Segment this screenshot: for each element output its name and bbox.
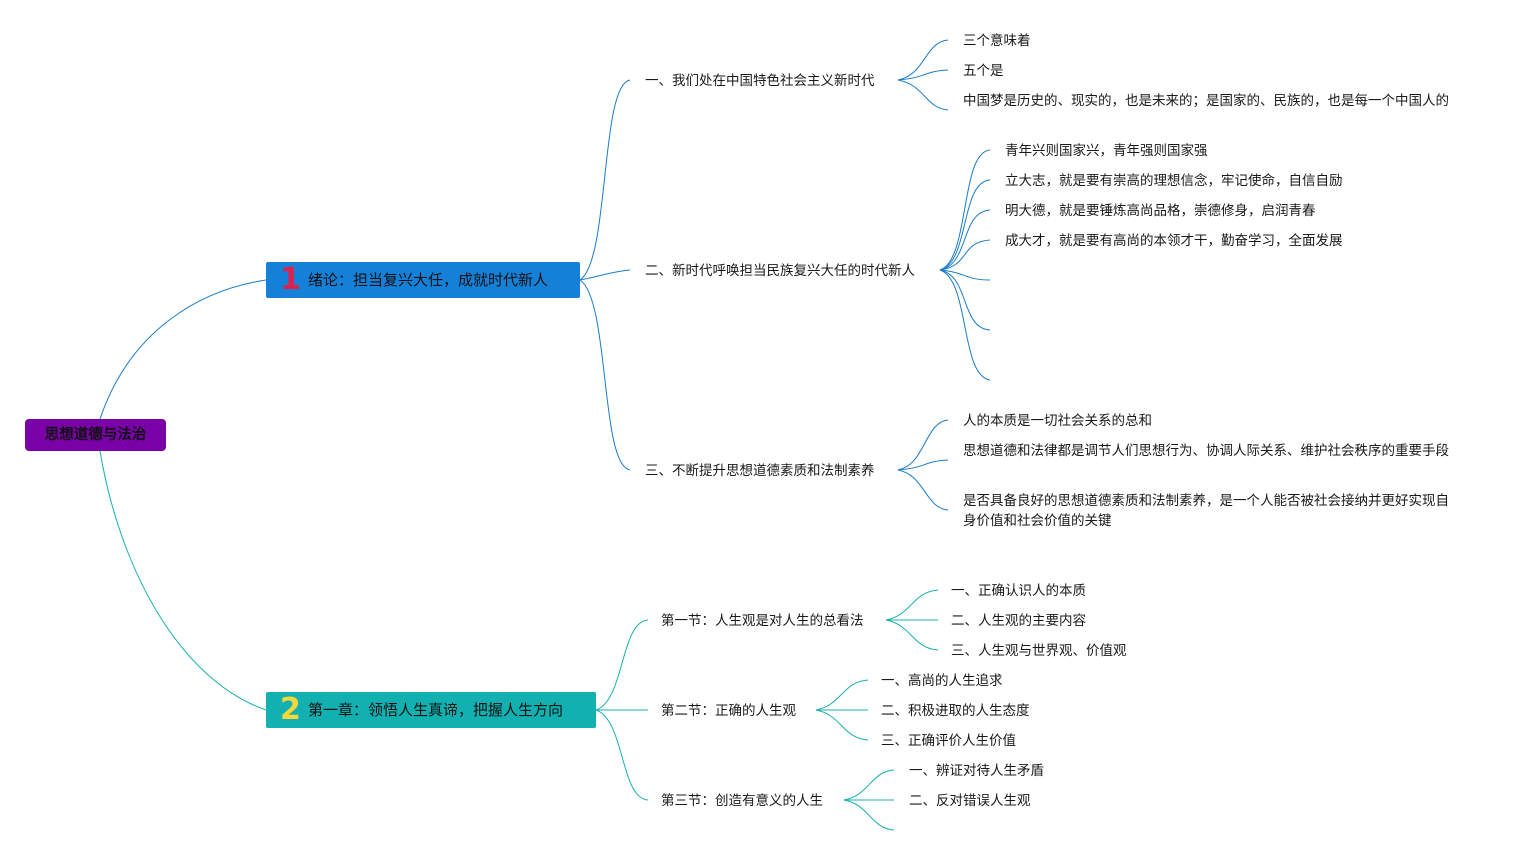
topic-node[interactable]: 思想道德和法律都是调节人们思想行为、协调人际关系、维护社会秩序的重要手段 (963, 443, 1449, 459)
topic-node[interactable]: 成大才，就是要有高尚的本领才干，勤奋学习，全面发展 (1005, 233, 1343, 249)
topic-node[interactable]: 五个是 (963, 63, 1004, 79)
connector-sec2-empty3 (939, 269, 991, 381)
connector-c2s3-item1 (843, 769, 895, 801)
root-node[interactable]: 思想道德与法治 (25, 419, 166, 451)
connector-sec3-item1 (897, 419, 949, 471)
connector-c2s2-item1 (815, 679, 869, 711)
connector-sec1-item1 (897, 39, 949, 81)
chapter-node-intro[interactable]: 1 绪论：担当复兴大任，成就时代新人 (266, 262, 580, 298)
topic-node[interactable]: 一、辨证对待人生矛盾 (909, 763, 1044, 779)
connector-sec2-item3 (939, 209, 991, 271)
connector-ch1-sec1 (579, 79, 631, 281)
topic-node[interactable]: 立大志，就是要有崇高的理想信念，牢记使命，自信自励 (1005, 173, 1343, 189)
section-node-new-people[interactable]: 二、新时代呼唤担当民族复兴大任的时代新人 (645, 263, 915, 279)
topic-node[interactable]: 二、人生观的主要内容 (951, 613, 1086, 629)
topic-node[interactable]: 一、正确认识人的本质 (951, 583, 1086, 599)
connector-c2s3-empty (843, 799, 895, 831)
chapter-label: 绪论：担当复兴大任，成就时代新人 (308, 271, 549, 289)
topic-node[interactable]: 三、正确评价人生价值 (881, 733, 1016, 749)
section-node-life-view[interactable]: 第一节：人生观是对人生的总看法 (661, 613, 864, 629)
connector-sec2-empty2 (939, 269, 991, 331)
connector-c2s2-item3 (815, 709, 869, 741)
connector-root-chapter-1 (99, 279, 267, 420)
section-node-correct-life-view[interactable]: 第二节：正确的人生观 (661, 703, 796, 719)
chapter-label: 第一章：领悟人生真谛，把握人生方向 (308, 701, 564, 719)
topic-node[interactable]: 三个意味着 (963, 33, 1031, 49)
topic-node[interactable]: 二、反对错误人生观 (909, 793, 1031, 809)
connector-c2s1-item3 (885, 619, 939, 651)
connector-sec3-item2 (897, 459, 949, 471)
topic-node[interactable]: 是否具备良好的思想道德素质和法制素养，是一个人能否被社会接纳并更好实现自身价值和… (963, 493, 1449, 529)
connector-c2s1-item1 (885, 589, 939, 621)
connector-sec3-item3 (897, 469, 949, 511)
section-node-moral-law[interactable]: 三、不断提升思想道德素质和法制素养 (645, 463, 875, 479)
chapter-number-badge: 1 (280, 262, 301, 297)
connector-ch2-sec3 (595, 709, 649, 801)
connector-sec2-item4 (939, 239, 991, 271)
chapter-node-chapter-one[interactable]: 2 第一章：领悟人生真谛，把握人生方向 (266, 692, 596, 728)
connector-sec2-empty1 (939, 269, 991, 281)
connector-ch1-sec3 (579, 279, 631, 471)
connector-root-chapter-2 (99, 450, 267, 711)
section-node-meaningful-life[interactable]: 第三节：创造有意义的人生 (661, 793, 823, 809)
topic-node[interactable]: 明大德，就是要锤炼高尚品格，崇德修身，启润青春 (1005, 203, 1316, 219)
topic-node[interactable]: 一、高尚的人生追求 (881, 673, 1003, 689)
topic-node[interactable]: 二、积极进取的人生态度 (881, 703, 1030, 719)
connector-sec2-item2 (939, 179, 991, 271)
connector-ch2-sec1 (595, 619, 649, 711)
topic-node[interactable]: 人的本质是一切社会关系的总和 (963, 413, 1152, 429)
topic-node[interactable]: 中国梦是历史的、现实的，也是未来的；是国家的、民族的，也是每一个中国人的 (963, 93, 1449, 109)
connector-sec1-item3 (897, 79, 949, 111)
chapter-number-badge: 2 (280, 692, 301, 727)
connector-sec2-item1 (939, 149, 991, 271)
topic-node[interactable]: 青年兴则国家兴，青年强则国家强 (1005, 143, 1208, 159)
connector-sec1-item2 (897, 69, 949, 81)
topic-node[interactable]: 三、人生观与世界观、价值观 (951, 643, 1127, 659)
connector-ch1-sec2 (579, 269, 631, 281)
section-node-new-era[interactable]: 一、我们处在中国特色社会主义新时代 (645, 73, 875, 89)
